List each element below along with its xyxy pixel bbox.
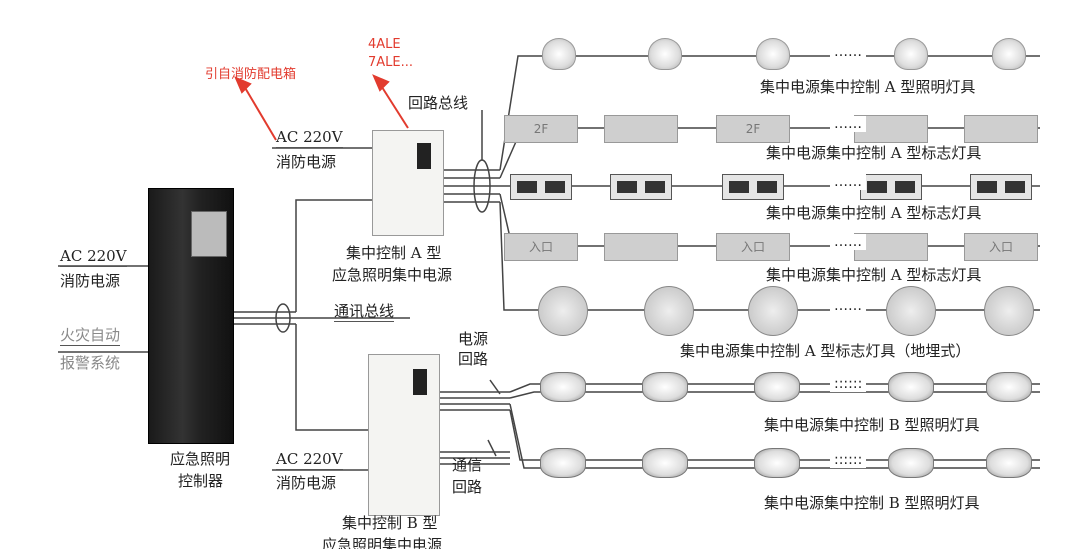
circuit-id-1: 4ALE [368,37,401,52]
supply-a-name: 集中控制 A 型 [346,244,442,262]
power-loop-label: 电源 [458,330,489,348]
exit-sign-icon [854,233,928,261]
exit-sign-icon [604,233,678,261]
floor-sign-icon [886,286,936,336]
comm-bus-label: 通讯总线 [334,302,395,322]
spot-light-icon [642,372,688,402]
controller-name: 应急照明 [170,450,231,468]
row-label: 集中电源集中控制 A 型标志灯具 [766,266,982,284]
row-label: 集中电源集中控制 A 型照明灯具 [760,78,976,96]
row-label: 集中电源集中控制 B 型照明灯具 [764,494,980,512]
controller-name-2: 控制器 [178,472,224,490]
row-label: 集中电源集中控制 B 型照明灯具 [764,416,980,434]
ceiling-light-icon [756,38,790,70]
comm-loop-label-2: 回路 [452,478,483,496]
spot-light-icon [642,448,688,478]
supply-a-display [417,143,431,169]
arrow-icon [895,181,915,193]
arrow-icon [645,181,665,193]
ceiling-light-icon [648,38,682,70]
circuit-id-2: 7ALE... [368,55,414,70]
exit-sign-icon [604,115,678,143]
controller-input-power: AC 220V [60,247,127,267]
arrow-icon [545,181,565,193]
exit-sign-icon [854,115,928,143]
ellipsis: …… [830,116,866,132]
supply-b-cabinet [368,354,440,516]
supply-a-source: 消防电源 [276,153,337,171]
controller-input-source: 消防电源 [60,272,121,290]
direction-sign-icon [510,174,572,200]
ellipsis: :::::: [830,452,867,468]
row-label: 集中电源集中控制 A 型标志灯具 [766,204,982,222]
spot-light-icon [754,448,800,478]
ellipsis: :::::: [830,376,867,392]
exit-sign-icon: 入口 [504,233,578,261]
power-loop-label-2: 回路 [458,350,489,368]
exit-sign-icon: 2F [504,115,578,143]
exit-sign-icon: 2F [716,115,790,143]
controller-panel [191,211,227,257]
alarm-system-label: 火灾自动 [60,326,121,346]
spot-light-icon [888,448,934,478]
controller-cabinet [148,188,234,444]
arrow-icon [517,181,537,193]
direction-sign-icon [610,174,672,200]
exit-sign-icon [964,115,1038,143]
direction-sign-icon [970,174,1032,200]
arrow-icon [1005,181,1025,193]
loop-bus-label: 回路总线 [408,94,469,112]
row-label: 集中电源集中控制 A 型标志灯具 [766,144,982,162]
ellipsis: …… [830,44,866,60]
ceiling-light-icon [894,38,928,70]
arrow-icon [867,181,887,193]
spot-light-icon [540,448,586,478]
direction-sign-icon [860,174,922,200]
spot-light-icon [540,372,586,402]
ellipsis: …… [830,174,866,190]
direction-sign-icon [722,174,784,200]
floor-sign-icon [748,286,798,336]
alarm-system-label-2: 报警系统 [60,354,121,372]
floor-sign-icon [644,286,694,336]
ceiling-light-icon [992,38,1026,70]
spot-light-icon [888,372,934,402]
spot-light-icon [754,372,800,402]
arrow-icon [729,181,749,193]
floor-sign-icon [538,286,588,336]
spot-light-icon [986,448,1032,478]
arrow-icon [977,181,997,193]
ceiling-light-icon [542,38,576,70]
supply-b-power: AC 220V [276,450,343,470]
exit-sign-icon: 入口 [964,233,1038,261]
comm-loop-label: 通信 [452,456,483,474]
supply-b-display [413,369,427,395]
ellipsis: …… [830,234,866,250]
supply-b-name-2: 应急照明集中电源 [322,536,443,549]
supply-b-source: 消防电源 [276,474,337,492]
arrow-icon [617,181,637,193]
supply-b-name: 集中控制 B 型 [342,514,438,532]
supply-a-cabinet [372,130,444,236]
ellipsis: …… [830,298,866,314]
exit-sign-icon: 入口 [716,233,790,261]
spot-light-icon [986,372,1032,402]
row-label: 集中电源集中控制 A 型标志灯具（地埋式） [680,342,971,360]
arrow-icon [757,181,777,193]
supply-a-name-2: 应急照明集中电源 [332,266,453,284]
floor-sign-icon [984,286,1034,336]
source-note: 引自消防配电箱 [205,67,297,82]
supply-a-power: AC 220V [276,128,343,148]
